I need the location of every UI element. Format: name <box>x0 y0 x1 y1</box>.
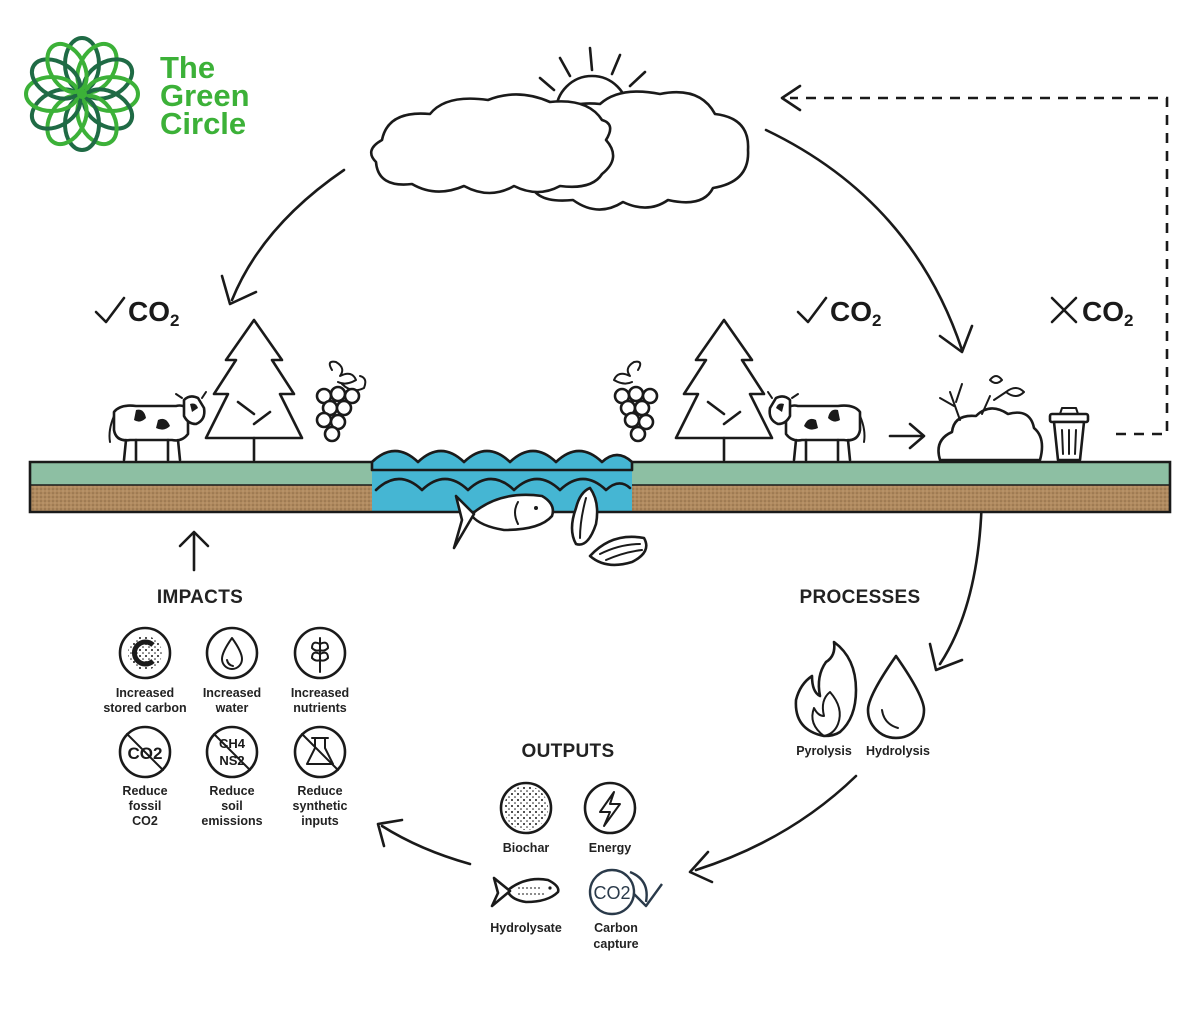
flame-icon <box>794 640 858 738</box>
impact-label-line: nutrients <box>293 701 347 715</box>
brand-name: The Green Circle <box>160 50 250 141</box>
brand-line-3: Circle <box>160 106 246 141</box>
impact-label-line: emissions <box>201 814 262 828</box>
output-item-carbon-capture: CO2 Carbon capture <box>588 868 663 951</box>
brand-line-1: The <box>160 50 215 85</box>
fish-icon <box>452 493 555 550</box>
grapes-icon-right <box>613 360 659 443</box>
arrow-outputs-to-impacts <box>376 818 472 866</box>
cow-icon-right <box>767 391 866 462</box>
svg-text:2: 2 <box>170 311 179 330</box>
carbon-capture-icon: CO2 <box>588 868 663 916</box>
co2-cross: CO 2 <box>1050 296 1133 330</box>
impact-label-line: Reduce <box>297 784 342 798</box>
co2-check-left: CO 2 <box>94 296 179 330</box>
svg-text:CH4: CH4 <box>219 736 246 751</box>
process-label: Hydrolysis <box>866 744 930 758</box>
impact-label-line: Reduce <box>209 784 254 798</box>
impact-label-line: stored carbon <box>103 701 186 715</box>
arrow-processes-to-outputs <box>688 774 858 884</box>
cow-icon-left <box>108 391 207 462</box>
output-label-line: Biochar <box>503 841 550 855</box>
no-flask-icon <box>293 725 347 779</box>
co2-check-right: CO 2 <box>796 296 881 330</box>
carbon-icon <box>118 626 172 680</box>
svg-text:CO2: CO2 <box>128 744 163 763</box>
impact-label-line: Reduce <box>122 784 167 798</box>
process-item-pyrolysis: Pyrolysis <box>794 640 858 758</box>
output-item-energy: Energy <box>583 781 637 855</box>
trash-bin-icon <box>1048 407 1090 462</box>
impact-label-line: Increased <box>203 686 261 700</box>
arrow-to-compost <box>888 422 926 450</box>
water-drop-icon <box>866 654 926 740</box>
water-drop-icon <box>205 626 259 680</box>
output-label-line: Energy <box>589 841 631 855</box>
impact-item-soil-emissions: CH4 NS2 Reduce soil emissions <box>201 725 263 828</box>
brand-logo-icon <box>24 36 140 152</box>
svg-text:NS2: NS2 <box>219 753 244 768</box>
output-label-line: capture <box>593 937 638 951</box>
outputs-title: OUTPUTS <box>522 741 615 762</box>
svg-text:CO: CO <box>128 296 170 327</box>
svg-text:CO2: CO2 <box>593 883 630 903</box>
svg-text:CO: CO <box>1082 296 1124 327</box>
no-methane-icon: CH4 NS2 <box>205 725 259 779</box>
svg-text:CO: CO <box>830 296 872 327</box>
energy-icon <box>583 781 637 835</box>
arrow-impacts-to-land <box>178 530 210 572</box>
compost-pile-icon <box>937 375 1044 462</box>
impact-label-line: inputs <box>301 814 339 828</box>
impact-item-water: Increased water <box>203 626 261 715</box>
impact-item-synthetic-inputs: Reduce synthetic inputs <box>293 725 348 828</box>
impact-label-line: Increased <box>116 686 174 700</box>
impact-label-line: CO2 <box>132 814 158 828</box>
output-item-hydrolysate: Hydrolysate <box>490 876 562 935</box>
biochar-icon <box>499 781 553 835</box>
no-co2-icon: CO2 <box>118 725 172 779</box>
mussel-icon <box>570 486 648 567</box>
impact-item-nutrients: Increased nutrients <box>291 626 349 715</box>
wheat-icon <box>293 626 347 680</box>
cloud-icon-front <box>369 93 615 195</box>
output-item-biochar: Biochar <box>499 781 553 855</box>
impact-label-line: water <box>215 701 249 715</box>
brand-line-2: Green <box>160 78 250 113</box>
arrow-cloud-to-left-land <box>220 168 346 306</box>
grapes-icon-left <box>315 360 367 443</box>
tree-icon-right <box>674 318 774 462</box>
impact-label-line: synthetic <box>293 799 348 813</box>
processes-title: PROCESSES <box>800 587 921 608</box>
output-label-line: Carbon <box>594 921 638 935</box>
impact-item-stored-carbon: Increased stored carbon <box>103 626 187 715</box>
impact-label-line: Increased <box>291 686 349 700</box>
process-label: Pyrolysis <box>796 744 852 758</box>
impact-item-fossil-co2: CO2 Reduce fossil CO2 <box>118 725 172 828</box>
impact-label-line: soil <box>221 799 243 813</box>
svg-text:2: 2 <box>872 311 881 330</box>
dashed-return-arrow <box>780 84 1169 436</box>
process-item-hydrolysis: Hydrolysis <box>866 654 930 758</box>
fish-icon <box>490 876 560 908</box>
water-waves <box>370 449 634 492</box>
impacts-title: IMPACTS <box>157 587 243 608</box>
tree-icon-left <box>204 318 304 462</box>
svg-text:2: 2 <box>1124 311 1133 330</box>
output-label-line: Hydrolysate <box>490 921 562 935</box>
impact-label-line: fossil <box>129 799 162 813</box>
arrow-cloud-to-right-land <box>764 128 974 354</box>
